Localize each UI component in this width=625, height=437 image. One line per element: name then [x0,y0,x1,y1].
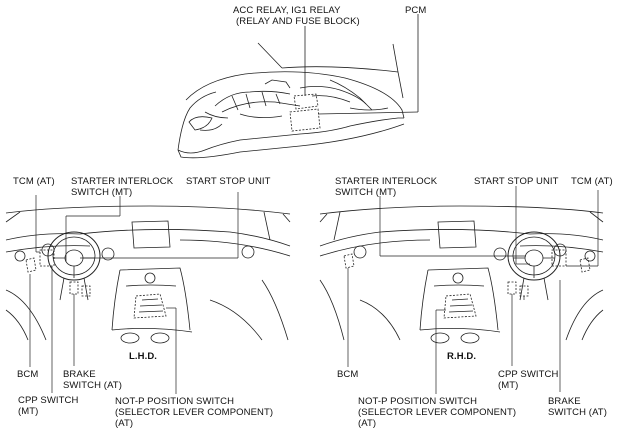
rhd-panel-label: R.H.D. [447,351,477,362]
lhd-bcm-label: BCM [17,369,39,380]
acc-relay-label: ACC RELAY, IG1 RELAY [233,5,341,16]
lhd-cpp-switch-label-2: (MT) [18,406,39,417]
relay-fuse-block-label: (RELAY AND FUSE BLOCK) [236,16,360,27]
rhd-starter-interlock-label-2: SWITCH (MT) [335,187,397,198]
rhd-brake-switch-label-2: SWITCH (AT) [548,407,607,418]
lhd-brake-switch-label: BRAKE [63,369,96,380]
rhd-not-p-switch-label-2: (SELECTOR LEVER COMPONENT) [358,407,517,418]
lhd-not-p-switch-label-3: (AT) [115,418,134,429]
rhd-starter-interlock-label: STARTER INTERLOCK [335,176,438,187]
lhd-not-p-switch-label: NOT-P POSITION SWITCH [115,396,235,407]
rhd-interior-illustration [319,205,604,344]
lhd-brake-switch-label-2: SWITCH (AT) [63,380,122,391]
rhd-cpp-switch-label-2: (MT) [498,380,519,391]
lhd-leader-lines [29,192,239,394]
lhd-tcm-label: TCM (AT) [13,176,55,187]
lhd-start-stop-unit-label: START STOP UNIT [186,176,271,187]
rhd-leader-lines [347,186,599,394]
rhd-bcm-label: BCM [337,369,359,380]
rhd-brake-switch-label: BRAKE [548,396,581,407]
lhd-cpp-switch-label: CPP SWITCH [18,395,79,406]
rhd-start-stop-unit-label: START STOP UNIT [474,176,559,187]
rhd-cpp-switch-label: CPP SWITCH [498,369,559,380]
lhd-interior-illustration [5,205,291,344]
rhd-not-p-switch-label-3: (AT) [358,418,377,429]
lhd-starter-interlock-label: STARTER INTERLOCK [71,176,174,187]
engine-bay-illustration [177,14,419,159]
rhd-not-p-switch-label: NOT-P POSITION SWITCH [358,396,478,407]
lhd-panel-label: L.H.D. [129,351,158,362]
lhd-starter-interlock-label-2: SWITCH (MT) [71,187,133,198]
lhd-not-p-switch-label-2: (SELECTOR LEVER COMPONENT) [115,407,274,418]
rhd-tcm-label: TCM (AT) [571,176,613,187]
pcm-label: PCM [405,5,427,16]
